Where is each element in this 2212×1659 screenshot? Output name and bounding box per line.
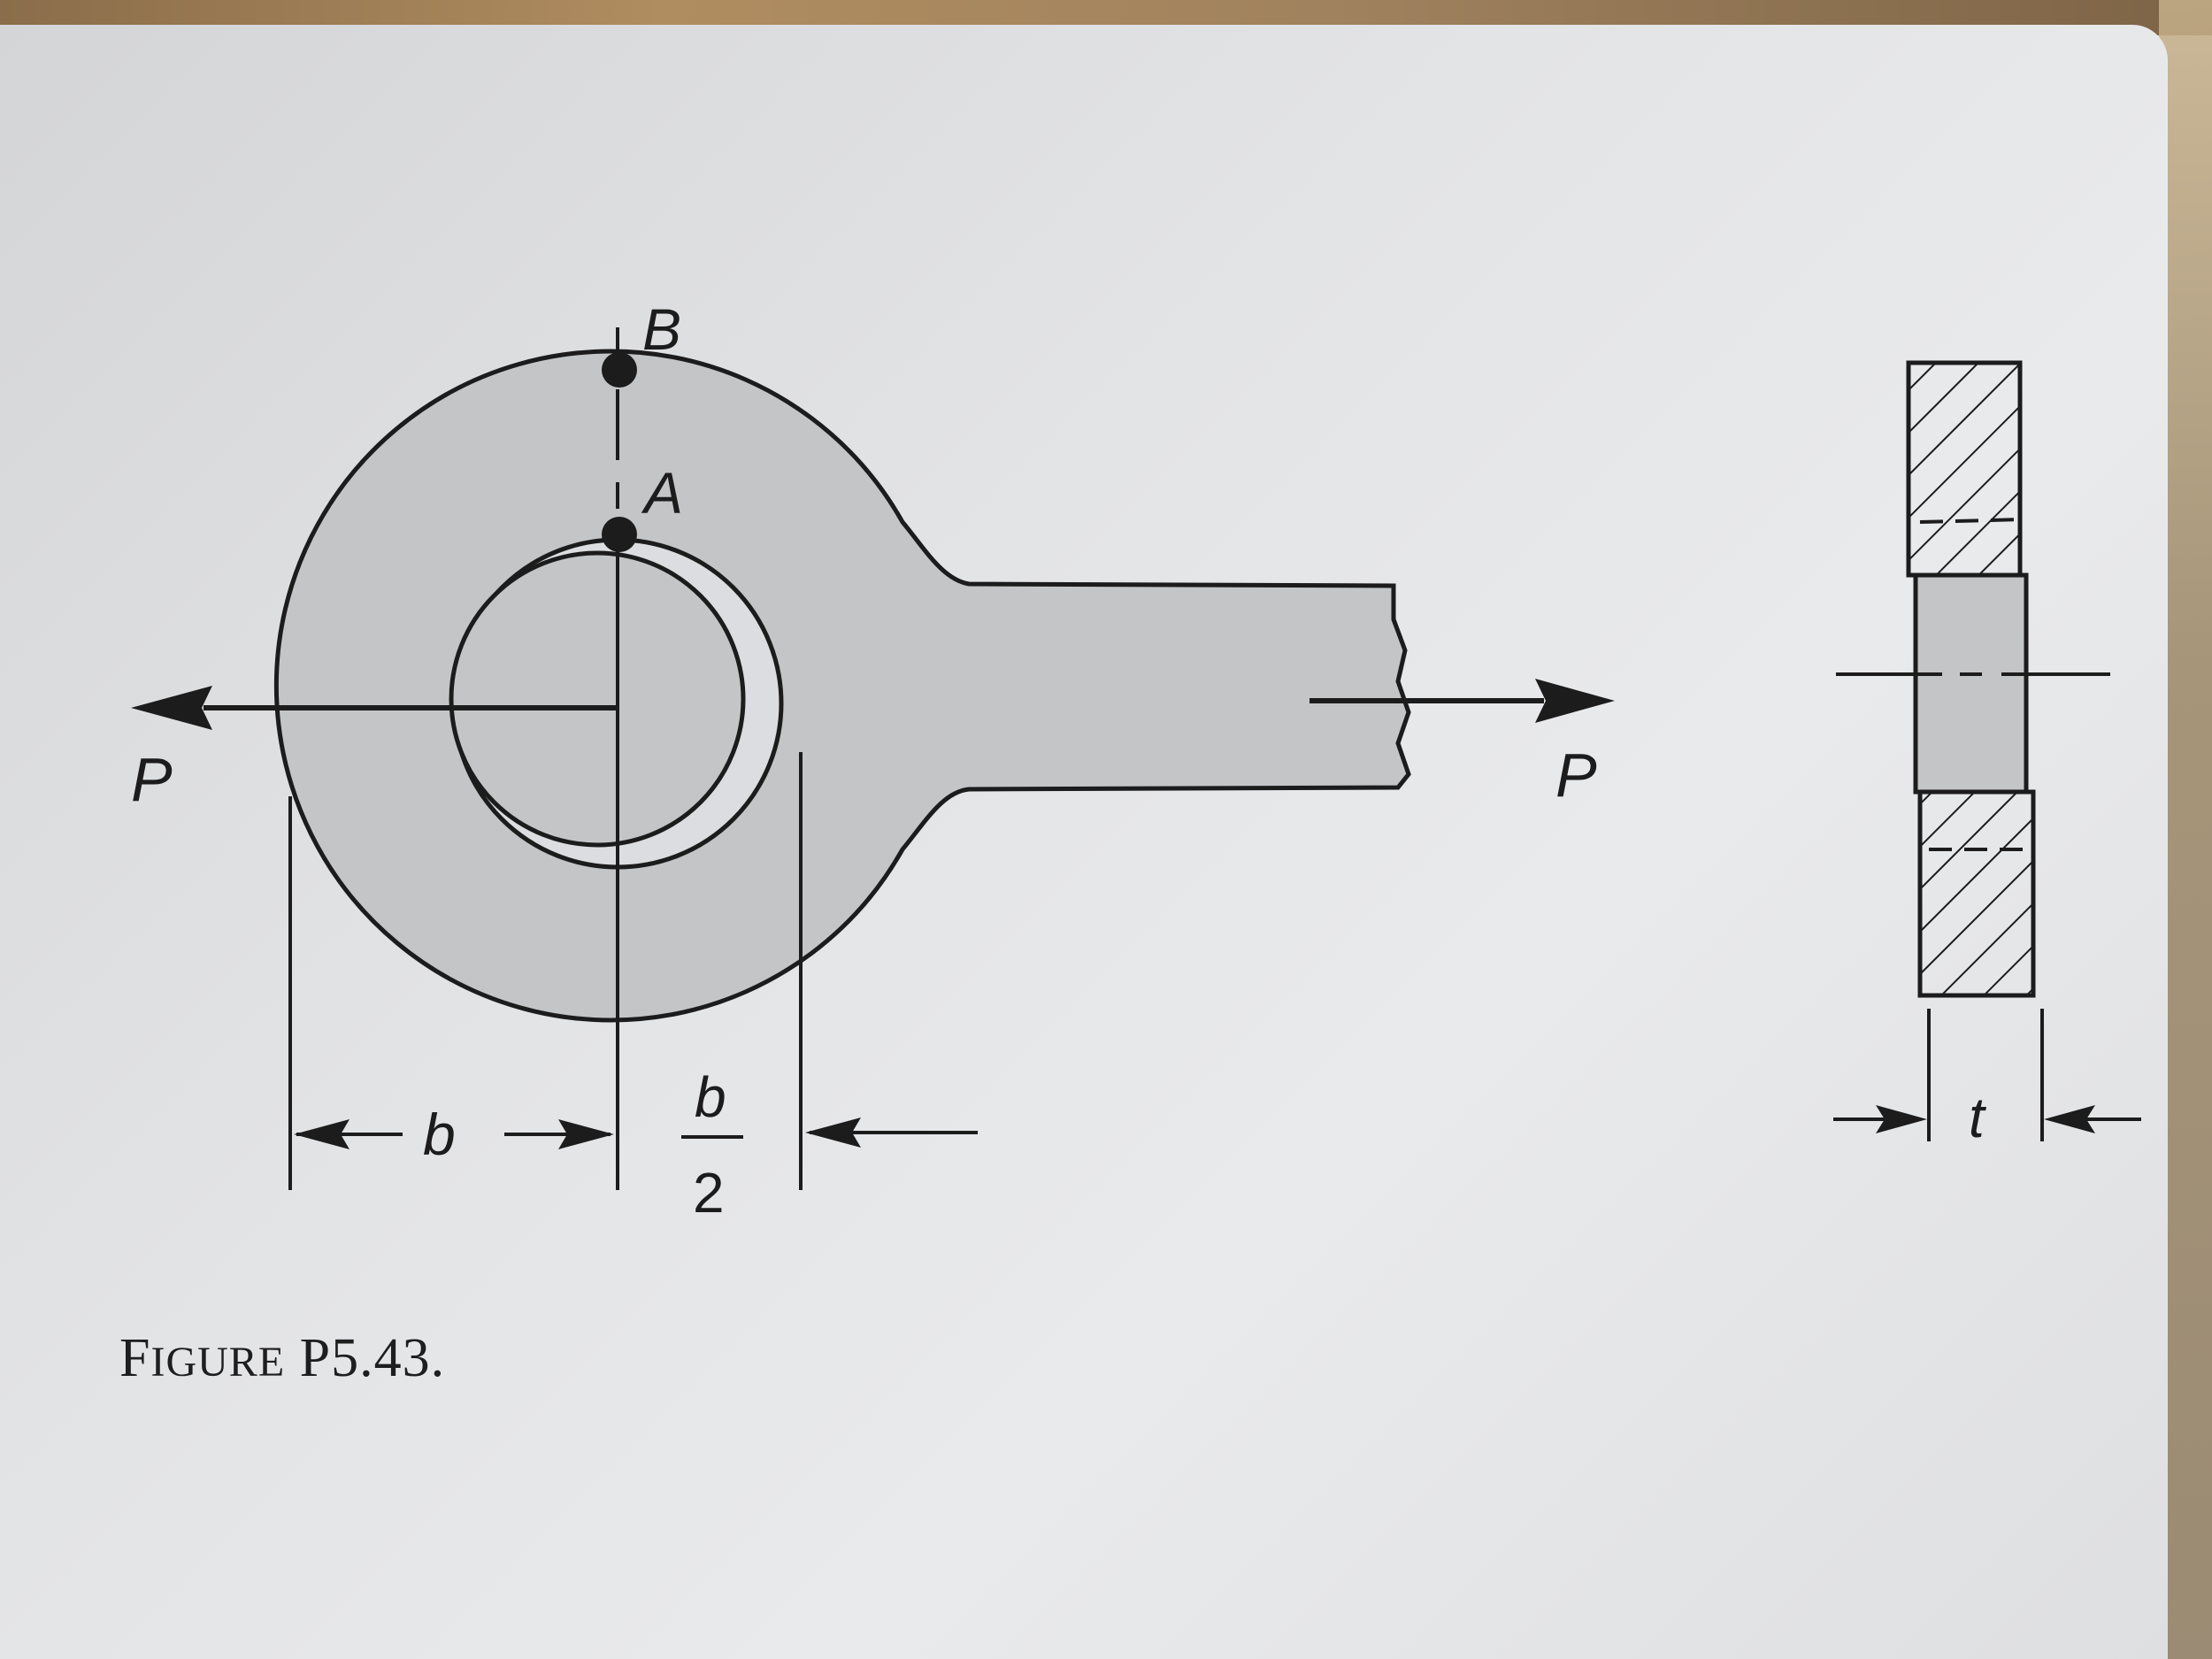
dim-half-numerator: b xyxy=(695,1065,726,1129)
page-edge xyxy=(2159,0,2212,1659)
dim-t-label: t xyxy=(1969,1086,1986,1149)
point-b-marker xyxy=(602,352,637,388)
caption-number: P5.43. xyxy=(285,1328,446,1388)
section-view xyxy=(1906,360,2036,998)
point-a-label: A xyxy=(641,460,683,526)
point-a-marker xyxy=(602,517,637,552)
force-arrow-left xyxy=(131,686,618,730)
dimension-extension-lines xyxy=(288,752,803,1190)
force-left-label: P xyxy=(131,745,173,814)
force-arrow-right xyxy=(1310,679,1615,723)
pin xyxy=(449,550,746,848)
eyebar-outline xyxy=(273,349,1411,1023)
figure-caption: FIGURE P5.43. xyxy=(119,1327,445,1390)
point-b-label: B xyxy=(642,296,681,362)
dim-b-label: b xyxy=(423,1102,456,1167)
dimension-t xyxy=(1833,1009,2141,1141)
dimension-b xyxy=(294,1119,614,1149)
dimension-half-b xyxy=(681,1118,978,1148)
eyebar-body xyxy=(273,349,1411,1023)
force-right-label: P xyxy=(1555,741,1597,810)
caption-initial: F xyxy=(119,1328,151,1388)
caption-small-caps: IGURE xyxy=(150,1339,286,1386)
dim-half-denominator: 2 xyxy=(693,1161,725,1225)
